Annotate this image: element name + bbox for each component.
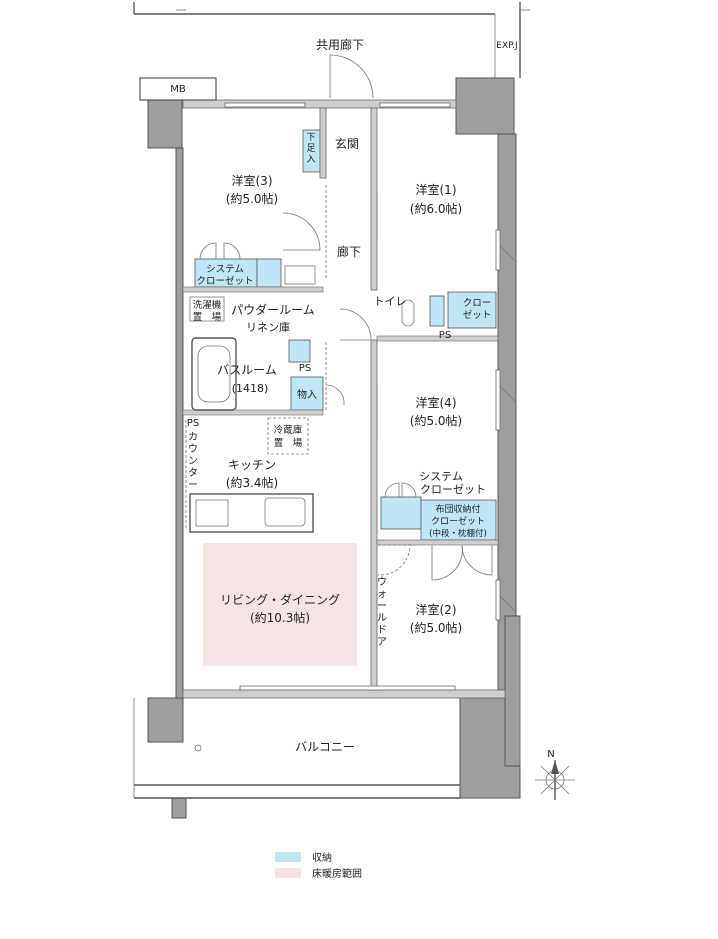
label-walldoor-3: ー [377,601,387,612]
label-system-closet-a-1: システム [206,264,244,275]
label-western2-name: 洋室(2) [416,602,457,617]
legend-storage-swatch [275,852,301,862]
label-western1-name: 洋室(1) [416,182,457,197]
label-counter-3: ン [188,456,198,467]
washer-space [189,296,225,322]
compass-icon [535,760,575,800]
walls [147,77,521,819]
balcony-lines [133,616,521,799]
legend-storage-label: 収納 [312,851,332,864]
label-genkan: 玄関 [335,136,359,151]
label-western4-name: 洋室(4) [416,395,457,410]
label-closet1-2: ゼット [463,309,492,321]
ps-toilet-box [429,295,445,327]
label-powder-room: パウダールーム [231,302,315,317]
system-closet-a [194,258,258,288]
corridor-lines [133,2,530,78]
label-futon-2: クローゼット [431,515,485,527]
label-balcony: バルコニー [295,740,355,754]
label-ld-name: リビング・ダイニング [220,592,340,607]
label-ld-size: (約10.3帖) [250,610,310,625]
label-getabako-2: 足 [306,143,315,154]
label-fridge-2: 置 場 [274,437,303,449]
doors [199,54,517,613]
cooktop [195,499,229,527]
label-system-closet-b-1: システム [419,470,463,483]
futon-closet [420,499,497,541]
label-ps-toilet: PS [439,330,451,341]
sliding-doors [325,185,378,650]
system-closet-b [380,496,422,530]
label-western3-name: 洋室(3) [232,173,273,188]
label-kitchen-size: (約3.4帖) [226,475,278,490]
sink [264,497,306,527]
label-counter-4: タ [188,467,198,479]
label-getabako-3: 入 [306,154,315,165]
label-compass-n: N [547,749,554,760]
label-counter-5: ー [188,480,198,491]
mb-box [139,77,217,101]
label-walldoor-4: ル [377,613,387,624]
label-walldoor-5: ド [377,625,387,636]
label-counter-1: カ [188,431,198,443]
fridge-space [267,417,309,455]
label-western3-size: (約5.0帖) [226,191,278,206]
windows [224,102,501,691]
fixtures [185,265,415,533]
linen-storage [288,339,311,363]
label-bath-name: バスルーム [217,363,277,377]
label-ps-kitchen: PS [187,418,199,429]
label-walldoor-1: ウ [377,576,387,588]
floor-heating-area [203,543,357,666]
label-kitchen-name: キッチン [228,458,276,472]
label-washer-2: 置 場 [193,311,222,323]
label-system-closet-b-2: クローゼット [420,483,486,496]
label-storage-room: 物入 [297,388,317,401]
legend-heating-swatch [275,868,301,878]
label-walldoor-2: ォ [377,589,387,600]
label-bath-size: (1418) [232,382,269,395]
label-system-closet-a-2: クローゼット [196,275,253,287]
storage-room [290,376,324,411]
storage-areas [194,129,497,541]
label-counter-2: ウ [188,443,198,455]
label-toilet: トイレ [374,295,407,308]
label-futon-3: (中段・枕棚付) [429,528,487,539]
label-fridge-1: 冷蔵庫 [274,424,303,436]
label-closet1-1: クロー [463,298,492,309]
label-walldoor-6: ア [377,637,387,648]
closet-1 [447,291,497,329]
washbasin [284,265,316,285]
system-closet-a-right [256,258,282,288]
label-western4-size: (約5.0帖) [410,413,462,428]
label-western1-size: (約6.0帖) [410,201,462,216]
label-linen: リネン庫 [246,320,290,334]
label-mb: MB [170,84,186,95]
label-futon-1: 布団収納付 [435,503,480,515]
legend-heating-label: 床暖房範囲 [312,867,362,880]
label-hallway: 廊下 [337,244,361,259]
label-common-corridor: 共用廊下 [316,37,364,52]
bathtub [191,337,237,411]
label-getabako-1: 下 [306,133,315,143]
label-ps-bath: PS [299,363,311,374]
kitchen-counter [189,493,314,533]
label-washer-1: 洗濯機 [193,299,222,311]
toilet-bowl [401,299,415,327]
label-exp-j: EXP.J [496,41,517,51]
label-western2-size: (約5.0帖) [410,620,462,635]
